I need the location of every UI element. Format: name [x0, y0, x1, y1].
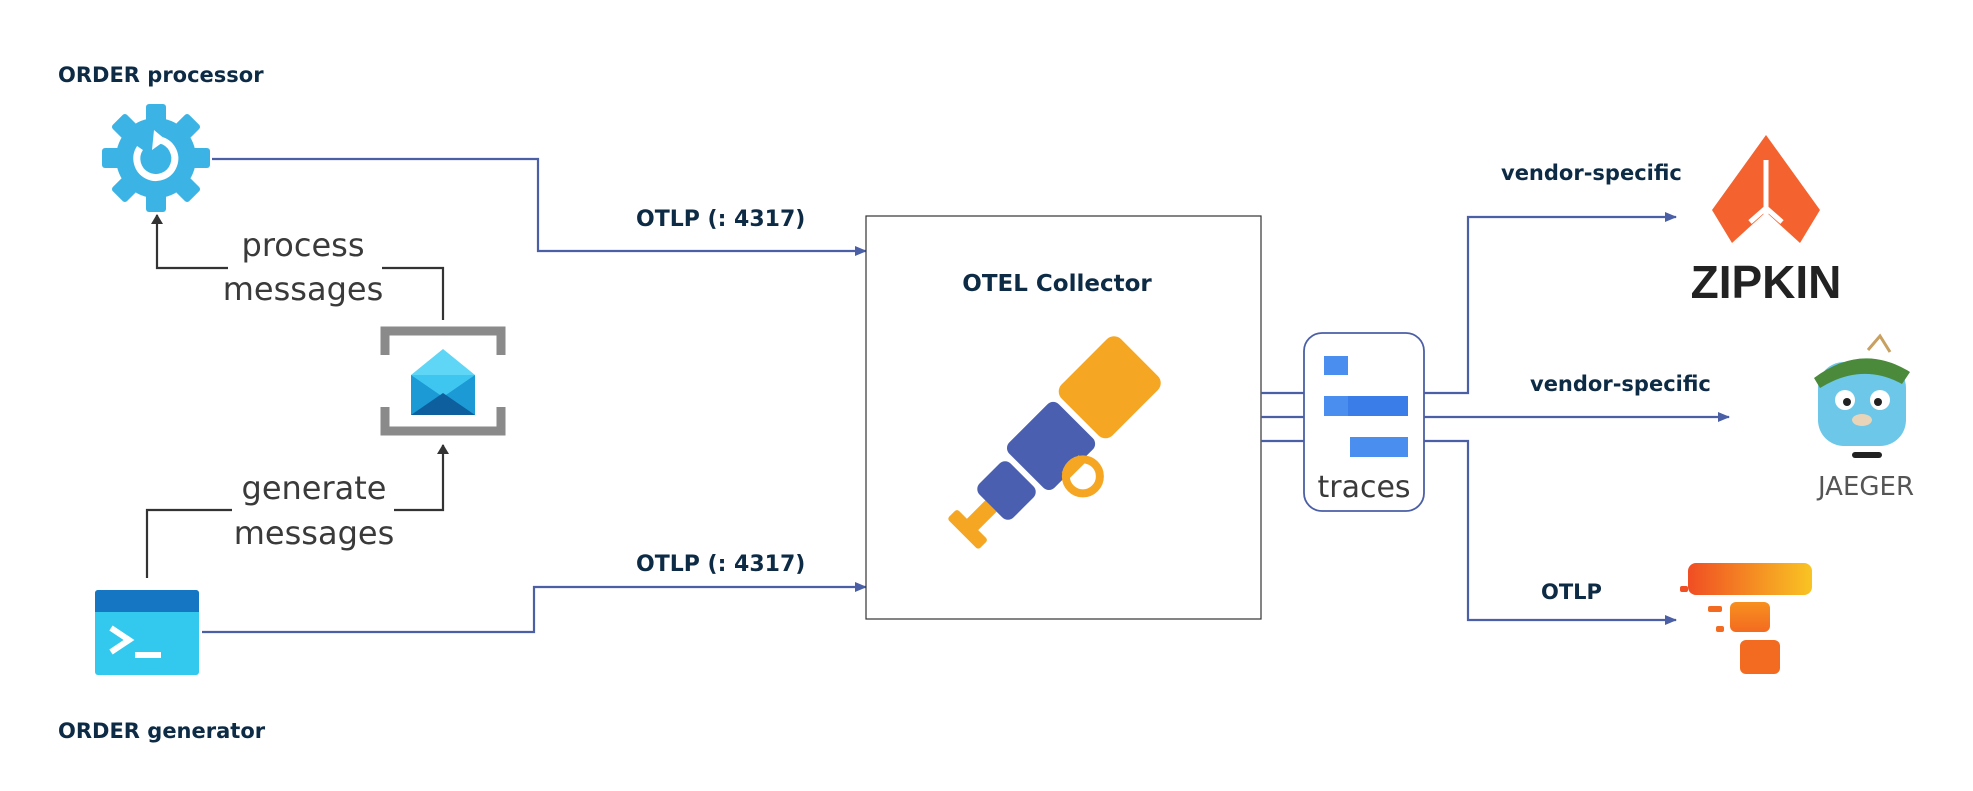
otlp-top-arrow	[212, 157, 867, 256]
message-queue-icon	[380, 326, 506, 436]
generate-messages-arrow	[145, 445, 443, 578]
otel-collector-label: OTEL Collector	[962, 271, 1152, 297]
process-messages-label-line2: messages	[223, 270, 383, 308]
processor-label: ORDER processor	[58, 63, 264, 87]
zipkin-logo-text: ZIPKIN	[1691, 256, 1842, 308]
tempo-logo-icon	[1680, 563, 1812, 674]
to-otlp-arrow	[1424, 439, 1677, 625]
otlp-bottom-label: OTLP (: 4317)	[636, 552, 805, 577]
gear-icon	[102, 104, 210, 212]
process-messages-arrow	[157, 215, 445, 320]
otlp-top-label: OTLP (: 4317)	[636, 207, 805, 232]
telescope-icon	[948, 336, 1161, 549]
traces-icon	[1324, 356, 1408, 457]
jaeger-logo-text: JAEGER	[1816, 472, 1914, 502]
traces-box	[1303, 332, 1425, 512]
otlp-bottom-arrow	[202, 582, 867, 634]
generate-messages-label-line1: generate	[242, 469, 387, 507]
traces-label: traces	[1317, 470, 1410, 505]
to-zipkin-arrow	[1424, 212, 1677, 395]
process-messages-label-line1: process	[242, 226, 365, 264]
zipkin-logo-icon: ZIPKIN	[1691, 135, 1842, 308]
generate-messages-label-line2: messages	[234, 514, 394, 552]
vendor-specific-zipkin-label: vendor-specific	[1501, 161, 1682, 185]
vendor-specific-jaeger-label: vendor-specific	[1530, 372, 1711, 396]
generator-label: ORDER generator	[58, 719, 266, 743]
terminal-icon	[95, 590, 199, 675]
otlp-out-label: OTLP	[1541, 580, 1602, 604]
jaeger-gopher-icon: JAEGER	[1814, 333, 1914, 502]
